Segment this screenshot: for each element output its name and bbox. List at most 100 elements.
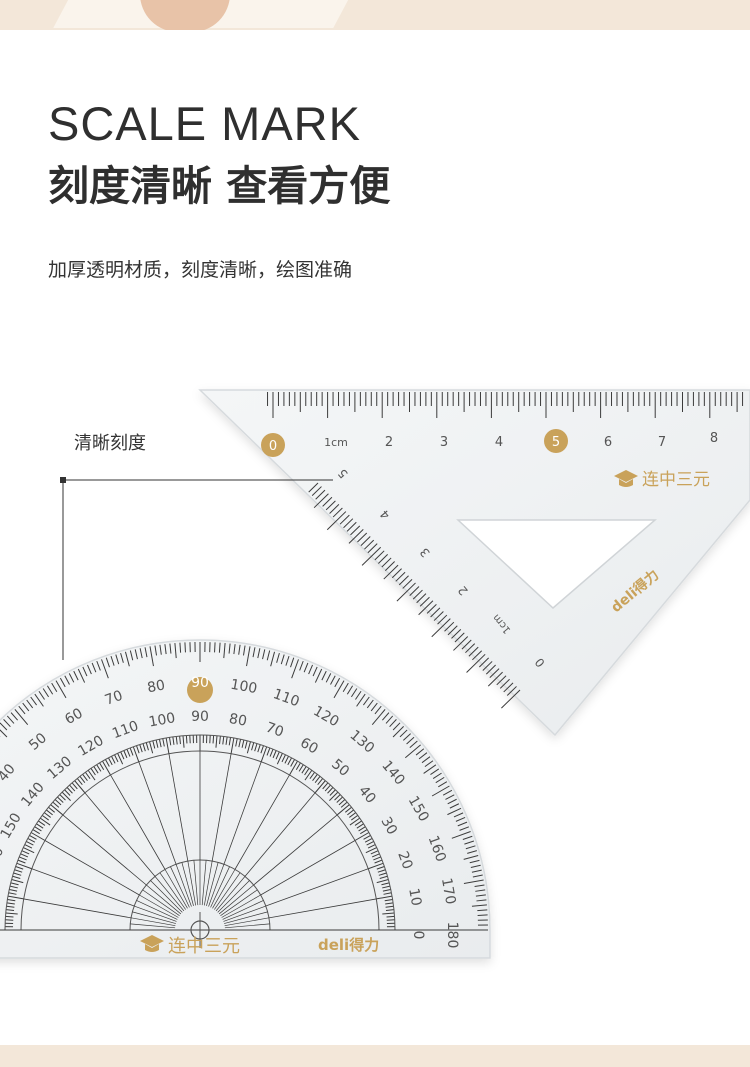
scale-tick — [51, 682, 58, 692]
set-square-body — [198, 389, 750, 737]
scale-tick — [159, 644, 162, 655]
scale-tick — [222, 736, 225, 745]
scale-tick — [349, 817, 361, 826]
scale-tick — [376, 866, 385, 870]
scale-tick — [114, 754, 119, 763]
scale-tick — [383, 892, 392, 895]
scale-tick — [43, 812, 51, 818]
protractor: 10 20 30 40 50 60 70 80 90 100 110 120 1… — [0, 639, 491, 959]
scale-tick — [152, 740, 156, 749]
protractor-center-mark — [190, 912, 210, 948]
scale-tick — [374, 550, 385, 561]
protractor-outer-label: 60 — [62, 705, 85, 728]
scale-tick — [358, 826, 366, 832]
set-square: 0 1cm 2 3 4 5 6 7 8 5 4 3 2 1cm 0 连中三元 d… — [198, 389, 750, 737]
scale-tick — [350, 525, 361, 536]
guide-line — [221, 894, 261, 918]
callout-connector — [60, 477, 333, 660]
scale-tick — [336, 796, 343, 803]
guide-line — [31, 868, 135, 907]
triangle-top-label: 3 — [440, 435, 448, 450]
scale-tick — [326, 511, 347, 531]
guide-line — [142, 889, 180, 916]
guide-line — [223, 761, 262, 865]
scale-tick — [303, 662, 309, 673]
scale-tick — [334, 677, 341, 688]
scale-tick — [179, 736, 181, 745]
scale-tick — [280, 654, 285, 665]
scale-tick — [438, 781, 448, 788]
scale-tick — [356, 823, 364, 829]
scale-tick — [241, 739, 245, 748]
guide-line — [218, 884, 254, 915]
protractor-inner-label: 80 — [228, 711, 248, 730]
protractor-outer-label: 70 — [103, 688, 125, 709]
scale-tick — [66, 787, 73, 794]
scale-tick — [447, 625, 458, 636]
top-photo-strip — [0, 0, 750, 30]
scale-tick — [93, 766, 99, 774]
scale-tick — [54, 799, 62, 806]
scale-tick — [402, 733, 411, 741]
scale-tick — [313, 493, 329, 509]
guide-line — [260, 840, 356, 896]
scale-tick — [360, 536, 371, 546]
scale-tick — [129, 650, 134, 661]
scale-tick — [102, 760, 111, 776]
scale-tick — [392, 725, 405, 738]
scale-tick — [360, 829, 368, 835]
scale-tick — [357, 532, 368, 543]
scale-tick — [144, 647, 148, 658]
scale-tick — [487, 671, 503, 687]
scale-tick — [461, 639, 472, 650]
scale-tick — [5, 912, 18, 915]
protractor-outer-label: 170 — [438, 877, 458, 906]
scale-tick — [99, 762, 105, 770]
guide-line — [136, 900, 178, 920]
scale-tick — [392, 722, 401, 731]
scale-tick — [117, 753, 124, 765]
scale-tick — [111, 756, 116, 764]
scale-tick — [416, 593, 427, 604]
scale-tick — [354, 832, 370, 841]
scale-tick — [370, 850, 379, 855]
scale-tick — [172, 736, 175, 745]
scale-tick — [457, 821, 468, 827]
scale-tick — [367, 543, 378, 554]
guide-line — [220, 889, 258, 916]
guide-line — [146, 884, 182, 915]
scale-tick — [453, 812, 464, 818]
scale-tick — [370, 702, 378, 712]
scale-tick — [445, 794, 455, 800]
guide-line — [134, 905, 177, 922]
mortarboard-icon — [614, 470, 638, 487]
scale-tick — [115, 654, 120, 665]
scale-tick — [467, 850, 477, 854]
scale-tick — [312, 773, 318, 781]
guide-line — [130, 917, 176, 927]
scale-tick — [225, 736, 228, 745]
scale-tick — [496, 675, 507, 686]
scale-tick — [266, 650, 271, 661]
scale-tick — [406, 736, 415, 745]
guide-line — [130, 923, 176, 929]
scale-tick — [301, 766, 307, 774]
scale-tick — [435, 776, 445, 784]
guide-line — [212, 869, 236, 909]
feature-subtitle: 加厚透明材质，刻度清晰，绘图准确 — [48, 259, 353, 281]
scale-tick — [314, 668, 323, 683]
scale-tick — [382, 885, 391, 889]
heading-chinese: 刻度清晰 查看方便 — [48, 162, 391, 210]
scale-tick — [314, 780, 326, 794]
scale-tick — [374, 705, 382, 715]
scale-tick — [291, 659, 299, 679]
scale-tick — [342, 682, 349, 692]
scale-tick — [463, 854, 479, 860]
scale-tick — [391, 568, 402, 579]
guide-line — [215, 876, 246, 912]
scale-tick — [364, 838, 373, 843]
triangle-top-label: 8 — [710, 431, 718, 446]
guide-line — [265, 868, 369, 907]
protractor-guide-lines — [23, 751, 377, 929]
scale-tick — [503, 682, 514, 693]
